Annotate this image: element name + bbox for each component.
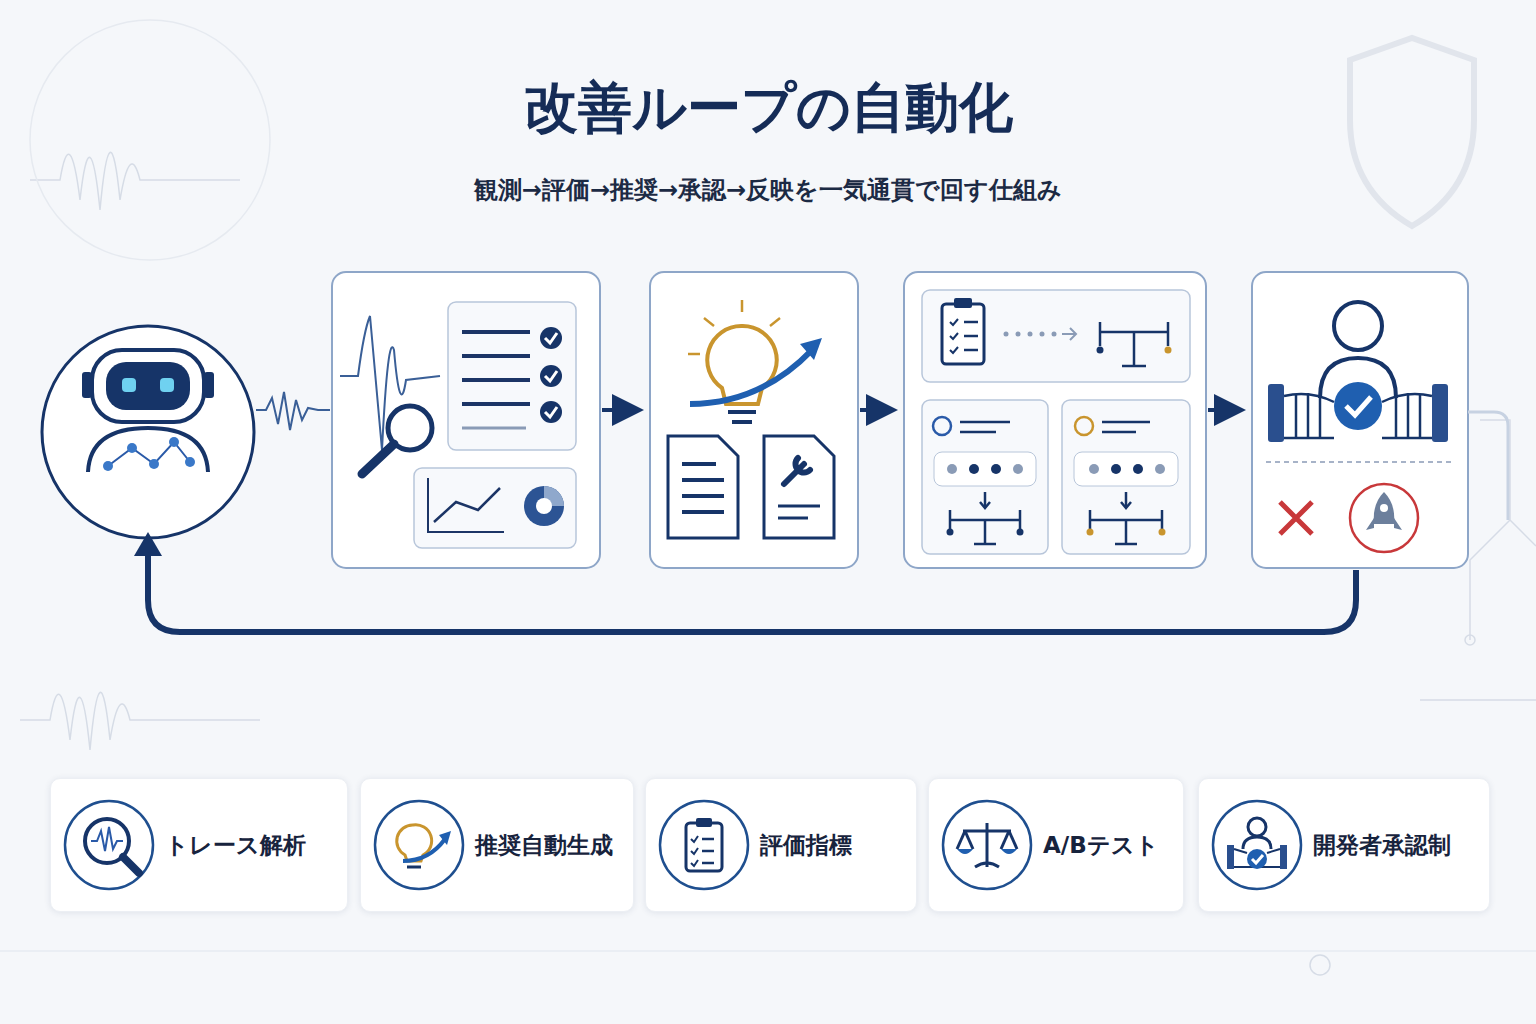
feature-card: 推奨自動生成 [360,778,634,912]
feature-label: 推奨自動生成 [475,830,613,861]
feature-icon [373,799,465,891]
diagram-title: 改善ループの自動化 [0,72,1536,145]
feature-label: 評価指標 [760,830,852,861]
feature-label: 開発者承認制 [1313,830,1451,861]
feature-card: 評価指標 [645,778,917,912]
feature-label: A/Bテスト [1043,830,1159,861]
feature-label: トレース解析 [165,830,306,861]
feature-card: トレース解析 [50,778,348,912]
feature-icon [941,799,1033,891]
feature-icon [658,799,750,891]
feature-card: A/Bテスト [928,778,1184,912]
diagram-subtitle: 観測→評価→推奨→承認→反映を一気通貫で回す仕組み [0,174,1536,206]
feature-card: 開発者承認制 [1198,778,1490,912]
feature-icon [1211,799,1303,891]
feature-icon [63,799,155,891]
